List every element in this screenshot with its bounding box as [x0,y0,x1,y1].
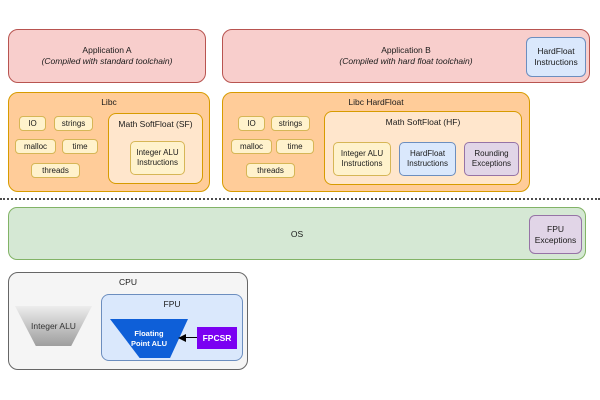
fpu-title: FPU [163,299,181,309]
cpu-title: CPU [119,277,137,287]
math-softfloat-hf-box: Math SoftFloat (HF) Integer ALU Instruct… [324,111,522,185]
integer-alu-trapezoid: Integer ALU [15,306,92,346]
libc-hf-module-io: IO [238,116,265,131]
app-b-hardfloat-instructions-box: HardFloat Instructions [526,37,586,77]
user-kernel-separator-line [0,198,600,200]
integer-alu-label: Integer ALU [31,320,76,331]
application-a-subtitle: (Compiled with standard toolchain) [41,56,173,66]
application-b-title: Application B [381,44,431,55]
libc-module-threads: threads [31,163,80,178]
libc-hardfloat-title: Libc HardFloat [348,97,404,107]
floating-point-alu-trapezoid: Floating Point ALU [110,319,188,358]
math-softfloat-sf-box: Math SoftFloat (SF) Integer ALU Instruct… [108,113,203,184]
os-title: OS [290,228,304,239]
hf-rounding-exceptions-box: Rounding Exceptions [464,142,519,176]
fpcsr-box: FPCSR [197,327,237,349]
application-a-title: Application A [82,44,132,55]
application-b-text: Application B (Compiled with hard float … [223,30,589,82]
libc-module-strings: strings [54,116,93,131]
libc-module-malloc: malloc [15,139,56,154]
fpu-box: FPU Floating Point ALU FPCSR [101,294,243,361]
application-b-box: Application B (Compiled with hard float … [222,29,590,83]
hf-integer-alu-instructions-box: Integer ALU Instructions [333,142,391,176]
application-b-subtitle: (Compiled with hard float toolchain) [339,56,473,66]
application-a-box: Application A (Compiled with standard to… [8,29,206,83]
libc-module-time: time [62,139,98,154]
hf-hardfloat-instructions-box: HardFloat Instructions [399,142,456,176]
os-box: OS FPU Exceptions [8,207,586,260]
libc-title: Libc [101,97,117,107]
math-softfloat-sf-title: Math SoftFloat (SF) [118,119,193,129]
libc-module-io: IO [19,116,46,131]
libc-hf-module-threads: threads [246,163,295,178]
os-fpu-exceptions-box: FPU Exceptions [529,215,582,254]
libc-hardfloat-box: Libc HardFloat IO strings malloc time th… [222,92,530,192]
libc-hf-module-strings: strings [271,116,310,131]
cpu-box: CPU Integer ALU FPU Floating Point ALU F… [8,272,248,370]
libc-box: Libc IO strings malloc time threads Math… [8,92,210,192]
fpcsr-to-alu-arrow-head [178,333,186,342]
libc-hf-module-time: time [276,139,314,154]
math-softfloat-hf-title: Math SoftFloat (HF) [385,117,461,127]
sf-integer-alu-instructions-box: Integer ALU Instructions [130,141,185,175]
libc-hf-module-malloc: malloc [231,139,272,154]
floating-point-alu-label: Floating Point ALU [131,329,167,348]
fpcsr-to-alu-arrow-line [186,337,197,338]
